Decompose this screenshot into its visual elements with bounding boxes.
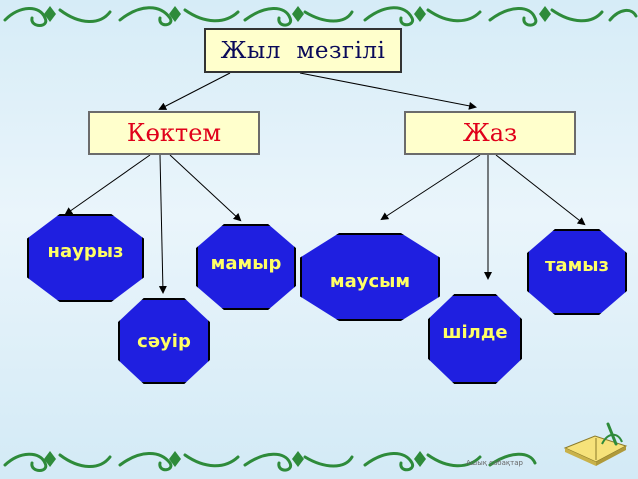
root-node: Жыл мезгілі [204,28,402,73]
season-spring-label: Көктем [126,119,222,147]
month-node-summer-3: тамыз [527,229,627,315]
root-label: Жыл мезгілі [220,37,386,64]
arrow-summer-to-month-3 [495,154,586,226]
month-node-spring-2: сәуір [118,298,210,384]
month-label: сәуір [137,330,191,352]
month-node-spring-3: мамыр [196,224,296,310]
arrow-spring-to-month-1 [64,154,151,216]
month-node-summer-2: шілде [428,294,522,384]
month-label: наурыз [47,240,124,262]
top-ornamental-border [3,6,638,27]
season-spring-node: Көктем [88,111,260,155]
month-label: тамыз [544,254,610,276]
arrow-summer-to-month-1 [380,154,481,221]
month-node-summer-1: маусым [300,233,440,321]
season-summer-node: Жаз [404,111,576,155]
footer-note: Ашық сабақтар [466,459,523,467]
book-icon [563,422,628,466]
month-node-spring-1: наурыз [27,214,144,302]
arrow-spring-to-month-2 [158,154,167,294]
month-label: шілде [442,321,508,343]
arrow-root-to-summer [299,72,477,110]
season-summer-label: Жаз [462,119,518,147]
month-label: маусым [329,270,411,292]
arrow-root-to-spring [158,72,231,110]
month-label: мамыр [210,252,282,274]
arrow-spring-to-month-3 [169,154,242,222]
bottom-ornamental-border [3,451,537,472]
